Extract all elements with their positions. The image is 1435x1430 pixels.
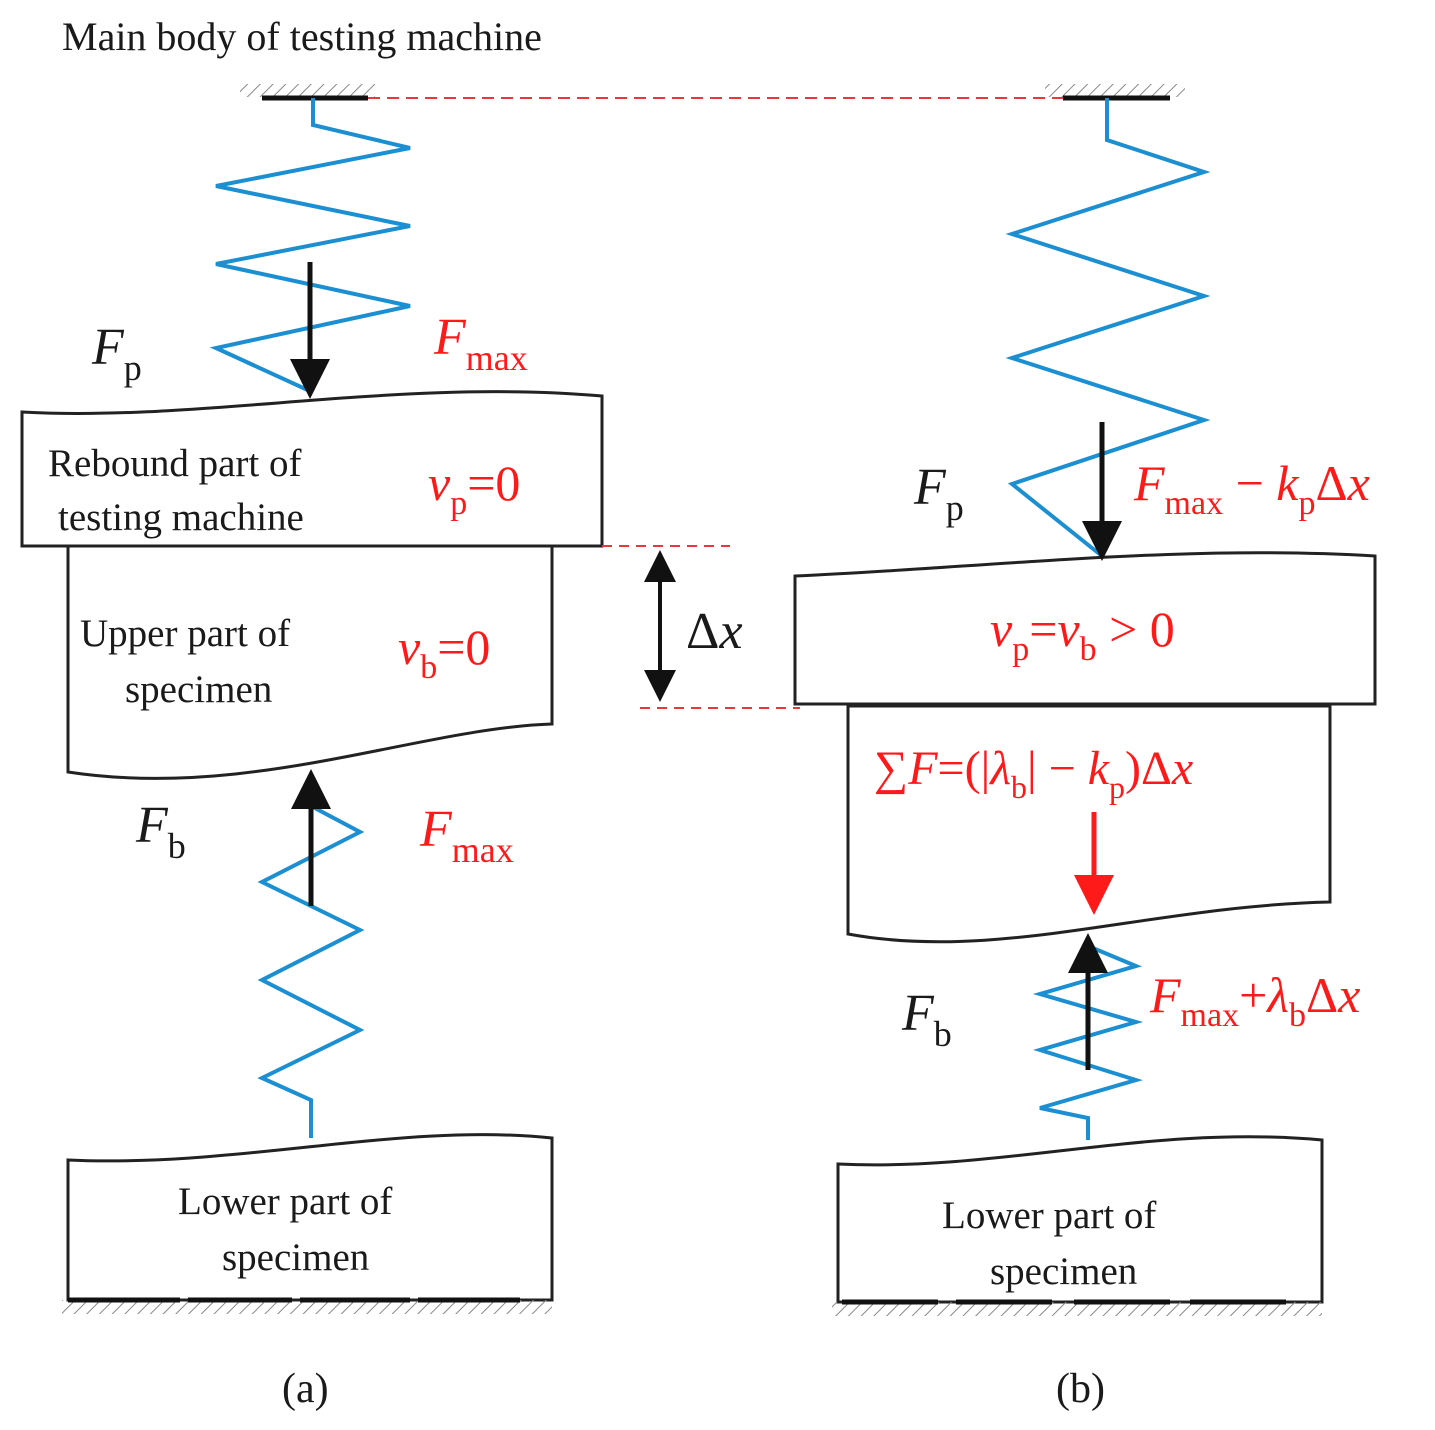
lower-b-line2: specimen	[990, 1250, 1137, 1293]
upper-spring-b	[1005, 98, 1211, 558]
upper-specimen-b	[846, 704, 1332, 944]
rebound-line2: testing machine	[58, 496, 304, 539]
vb-label-a: vb=0	[398, 619, 490, 686]
fb-label-a: Fb	[135, 797, 186, 866]
lower-spring-b	[1032, 944, 1144, 1140]
upper-spring-a	[209, 98, 411, 394]
lower-spring-a	[257, 804, 365, 1138]
upper-line1: Upper part of	[80, 612, 290, 655]
ground-a	[62, 1297, 552, 1314]
lower-specimen-a	[66, 1133, 554, 1302]
lower-specimen-b	[836, 1135, 1324, 1304]
fmax-label-bottom-a: Fmax	[419, 801, 514, 870]
dx-label: Δx	[686, 603, 743, 660]
top-support-a	[240, 84, 375, 101]
ground-b	[832, 1299, 1322, 1316]
fp-label-b: Fp	[913, 459, 964, 528]
fb-label-b: Fb	[901, 985, 952, 1054]
moving-block-b	[793, 551, 1377, 706]
lower-a-line2: specimen	[222, 1236, 369, 1279]
fp-value-b: Fmax − kpΔx	[1133, 455, 1370, 522]
net-force-label-b: ∑F=(|λb| − kp)Δx	[874, 742, 1193, 805]
lower-b-line1: Lower part of	[942, 1194, 1156, 1237]
velocity-label-b: vp=vb > 0	[990, 601, 1175, 668]
top-support-b	[1045, 84, 1185, 101]
vp-label-a: vp=0	[428, 455, 520, 522]
fp-label-a: Fp	[91, 319, 142, 388]
rebound-block-a	[20, 390, 604, 548]
upper-line2: specimen	[125, 668, 272, 711]
caption-b: (b)	[1056, 1366, 1105, 1412]
fmax-label-top-a: Fmax	[433, 309, 528, 378]
upper-specimen-a	[66, 544, 554, 780]
rebound-line1: Rebound part of	[48, 442, 301, 485]
fb-value-b: Fmax+λbΔx	[1149, 967, 1360, 1034]
lower-a-line1: Lower part of	[178, 1180, 392, 1223]
caption-a: (a)	[282, 1366, 329, 1412]
main-body-label: Main body of testing machine	[62, 14, 542, 59]
